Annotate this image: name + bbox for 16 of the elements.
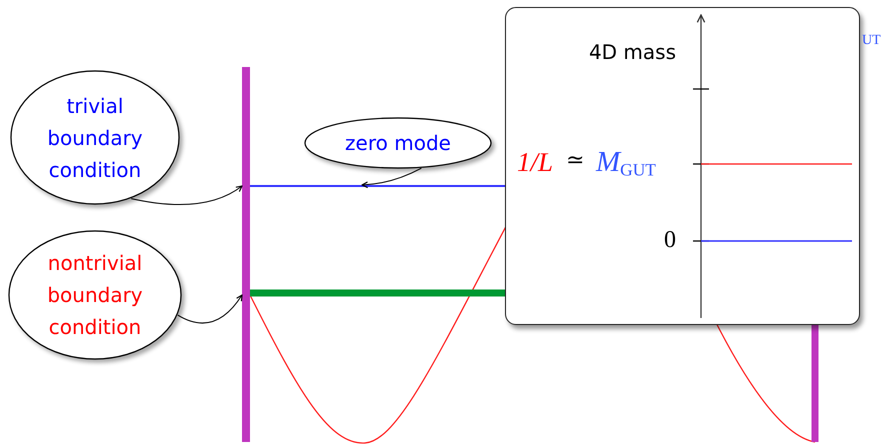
zero-mode-line	[250, 185, 505, 187]
math-label: UT	[862, 34, 881, 48]
callout-text: zero mode	[344, 130, 452, 157]
math-label: ≃	[566, 150, 584, 172]
axis-title: 4D mass	[588, 42, 676, 62]
ellipse-callout	[10, 70, 180, 205]
callout-text: nontrivial boundary condition	[46, 250, 144, 341]
left-wall	[242, 67, 250, 442]
ellipse-callout	[8, 230, 182, 360]
tick-label: 0	[664, 228, 676, 252]
arrow	[177, 294, 243, 324]
arrow	[130, 185, 243, 205]
callout-text: trivial boundary condition	[46, 92, 144, 184]
math-label: 1/L	[517, 149, 554, 176]
math-label: M$_{GUT}$	[596, 148, 656, 179]
ellipse-callout	[304, 117, 492, 169]
